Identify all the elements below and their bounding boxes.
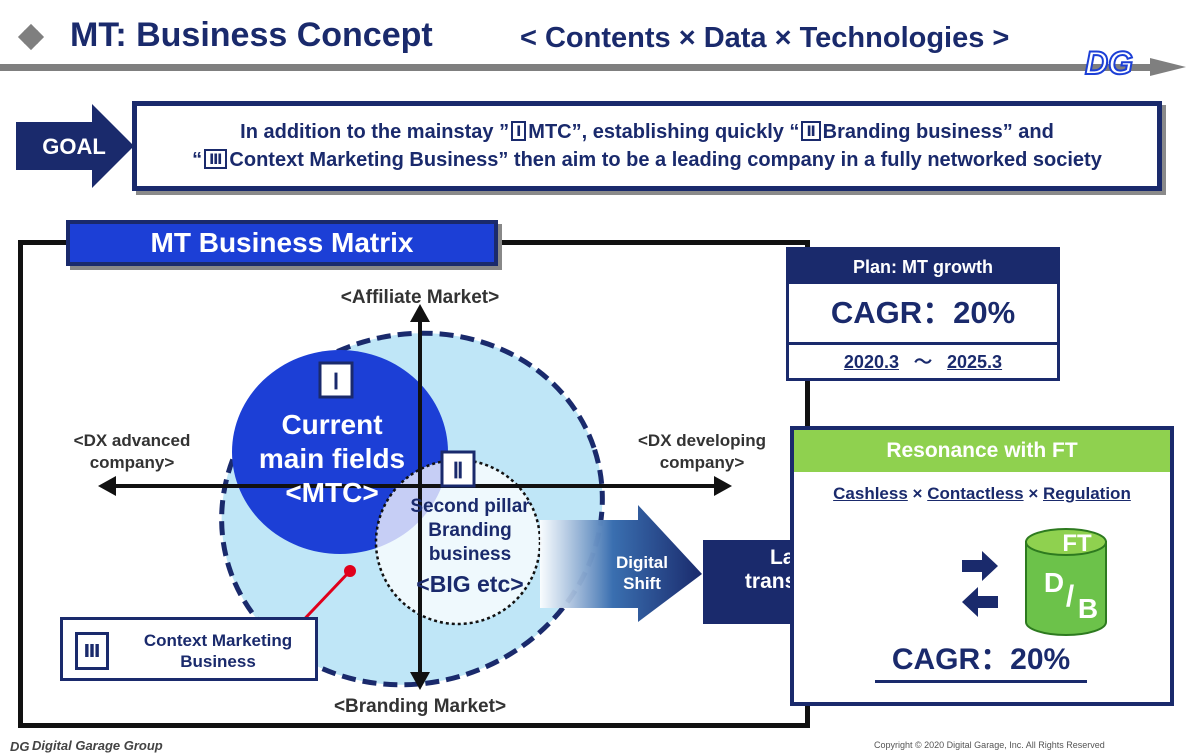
goal-roman-3: Ⅲ bbox=[204, 149, 228, 169]
footer-copyright: Copyright © 2020 Digital Garage, Inc. Al… bbox=[874, 740, 1105, 750]
current-line-2: main fields bbox=[259, 443, 405, 474]
roman-box-2 bbox=[440, 450, 476, 488]
roman-2: Ⅱ bbox=[453, 458, 464, 483]
goal-roman-1: Ⅰ bbox=[511, 121, 527, 141]
plan-growth-box: Plan: MT growth CAGR：20% 2020.3 ～ 2025.3 bbox=[786, 247, 1060, 381]
ft-header: Resonance with FT bbox=[794, 430, 1170, 472]
axis-right-label: <DX developing company> bbox=[612, 430, 792, 474]
context-line-2: Business bbox=[180, 652, 256, 671]
goal-line1-prefix: In addition to the mainstay ” bbox=[240, 121, 510, 143]
header-arrow-icon bbox=[1150, 58, 1186, 76]
roman-3: Ⅲ bbox=[75, 632, 109, 670]
header-graphics: DG bbox=[0, 23, 1186, 82]
ft-cagr: CAGR：20% bbox=[875, 640, 1087, 683]
ft-item-cashless: Cashless bbox=[833, 484, 908, 503]
db-overlay-slash: / bbox=[1066, 580, 1075, 613]
plan-dates: 2020.3 ～ 2025.3 bbox=[789, 345, 1057, 379]
ft-sep-2: × bbox=[1028, 484, 1039, 503]
digital-shift-arrow bbox=[540, 505, 702, 622]
context-marketing-text: Context Marketing Business bbox=[123, 630, 313, 672]
matrix-title: MT Business Matrix bbox=[66, 220, 498, 266]
axis-right-line-1: <DX developing bbox=[638, 431, 766, 450]
axis-left-label: <DX advanced company> bbox=[52, 430, 212, 474]
ft-item-regulation: Regulation bbox=[1043, 484, 1131, 503]
goal-arrow: GOAL bbox=[16, 104, 134, 188]
header-rule bbox=[0, 64, 1150, 71]
second-line-4: <BIG etc> bbox=[416, 571, 523, 597]
axis-right-arrow-icon bbox=[714, 476, 732, 496]
current-line-1: Current bbox=[281, 409, 382, 440]
goal-line1-middle: MTC”, establishing quickly “ bbox=[528, 121, 800, 143]
axis-left-arrow-icon bbox=[98, 476, 116, 496]
context-marketing-box: Ⅲ Context Marketing Business bbox=[60, 617, 318, 681]
roman-box-1 bbox=[318, 361, 354, 399]
axis-right-line-2: company> bbox=[659, 453, 745, 472]
goal-line2-prefix: “ bbox=[192, 149, 203, 171]
goal-line2-suffix: Context Marketing Business” then aim to … bbox=[229, 149, 1102, 171]
digital-shift-line-1: Digital bbox=[616, 553, 668, 572]
goal-line1-suffix: Branding business” and bbox=[822, 121, 1054, 143]
svg-text:DG: DG bbox=[10, 739, 30, 754]
ft-items: Cashless × Contactless × Regulation bbox=[794, 484, 1170, 504]
page-subtitle: < Contents × Data × Technologies > bbox=[520, 22, 1010, 54]
goal-label: GOAL bbox=[42, 134, 106, 159]
logo-text: DG bbox=[1085, 45, 1133, 81]
axis-left-line-1: <DX advanced bbox=[73, 431, 191, 450]
db-overlay-ft: FT bbox=[1062, 530, 1092, 557]
database-overlay: FT D / B bbox=[1025, 528, 1107, 636]
footer-logo-icon: DG bbox=[10, 739, 30, 754]
diamond-bullet-icon bbox=[17, 23, 45, 51]
ft-item-contactless: Contactless bbox=[927, 484, 1024, 503]
context-pointer-dot bbox=[344, 565, 356, 577]
second-line-1: Second pillar bbox=[410, 496, 530, 517]
second-line-3: business bbox=[429, 544, 511, 565]
second-line-2: Branding bbox=[428, 520, 511, 541]
current-line-3: <MTC> bbox=[285, 477, 378, 508]
axis-bottom-label: <Branding Market> bbox=[333, 696, 507, 717]
page-title: MT: Business Concept bbox=[70, 16, 433, 54]
plan-header: Plan: MT growth bbox=[789, 250, 1057, 284]
plan-date-from: 2020.3 bbox=[843, 352, 899, 372]
exchange-overlay-icon bbox=[962, 551, 998, 617]
plan-tilde: ～ bbox=[914, 352, 932, 372]
axis-up-arrow-icon bbox=[410, 304, 430, 322]
db-overlay-b: B bbox=[1078, 593, 1098, 624]
axis-left-line-2: company> bbox=[89, 453, 175, 472]
plan-date-to: 2025.3 bbox=[947, 352, 1003, 372]
plan-cagr: CAGR：20% bbox=[789, 284, 1057, 345]
dg-logo-icon: DG bbox=[1084, 44, 1134, 82]
db-overlay-d: D bbox=[1044, 567, 1064, 598]
footer-company: Digital Garage Group bbox=[32, 738, 163, 753]
axis-down-arrow-icon bbox=[410, 672, 430, 690]
roman-1: Ⅰ bbox=[333, 369, 340, 394]
goal-roman-2: Ⅱ bbox=[801, 121, 821, 141]
digital-shift-line-2: Shift bbox=[623, 574, 661, 593]
ft-sep-1: × bbox=[912, 484, 923, 503]
context-line-1: Context Marketing bbox=[143, 631, 293, 650]
axis-top-label: <Affiliate Market> bbox=[340, 287, 500, 308]
